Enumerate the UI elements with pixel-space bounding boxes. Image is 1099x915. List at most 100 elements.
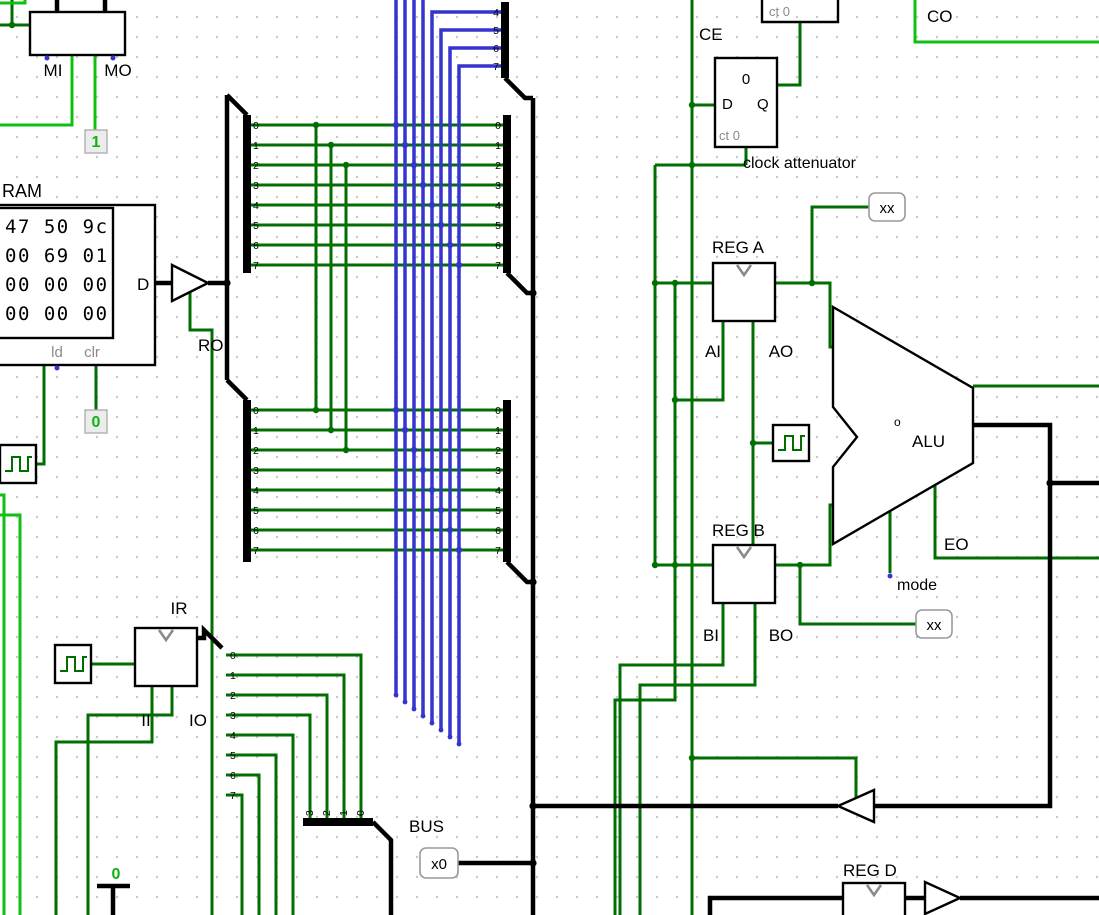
pin-number: 7	[230, 790, 236, 802]
row-link-wire[interactable]	[314, 125, 348, 450]
bus-end-dot	[420, 713, 426, 719]
pin-number: 1	[253, 140, 259, 152]
control-wires[interactable]	[613, 0, 1099, 915]
clock-source-reg[interactable]	[771, 423, 811, 463]
reg-b-box[interactable]	[711, 543, 777, 605]
pin-number: 0	[495, 120, 501, 132]
pin-number: 3	[253, 465, 259, 477]
clock-wave-icon	[5, 456, 32, 472]
pin-number: 2	[495, 160, 501, 172]
mar-register-box[interactable]	[28, 10, 127, 57]
junction-dot	[688, 161, 696, 169]
junction-dot	[529, 802, 537, 810]
pin-number: 3	[253, 180, 259, 192]
junction-dot	[529, 859, 537, 867]
junction-dot	[749, 439, 757, 447]
open-pin-dot	[44, 55, 50, 61]
ir-register-box[interactable]	[133, 626, 199, 688]
junction-dot	[312, 406, 320, 414]
clock-attenuator-flipflop-box[interactable]	[713, 56, 779, 149]
junction-dot	[671, 279, 679, 287]
splitter-bar[interactable]	[243, 2, 511, 826]
pin-number: 3	[304, 810, 316, 816]
bus-end-dot	[447, 734, 453, 740]
label-clr-pin: clr	[84, 344, 100, 361]
junction-dot	[688, 101, 696, 109]
pin-number: 0	[253, 405, 259, 417]
alu-body[interactable]	[831, 304, 975, 547]
input-toggle-ram-clr[interactable]	[84, 409, 108, 434]
pin-number: 7	[495, 260, 501, 272]
bus-end-dot	[456, 741, 462, 747]
bus-end-dot	[429, 720, 435, 726]
label-mo: MO	[104, 61, 131, 80]
label-ff-d: D	[722, 96, 733, 113]
junction-dot	[223, 279, 231, 287]
label-io: IO	[189, 711, 207, 730]
reg-a-box[interactable]	[711, 261, 777, 323]
ram-row: 00 00 00	[5, 274, 109, 296]
clock-source-ram[interactable]	[0, 443, 38, 485]
pin-number: 4	[253, 200, 259, 212]
wires-bus-black[interactable]	[54, 0, 1099, 915]
const-zero-value[interactable]: 0	[112, 866, 121, 883]
mar-input-value[interactable]: 1	[92, 134, 101, 151]
pin-number: 6	[230, 770, 236, 782]
pin-number: 3	[495, 465, 501, 477]
clock-source-ir[interactable]	[53, 643, 93, 685]
bus-end-dot	[402, 699, 408, 705]
ram-clr-input-value[interactable]: 0	[92, 414, 101, 431]
pin-number: 6	[253, 525, 259, 537]
clock-wave-icon	[60, 656, 87, 672]
counter-box-partial[interactable]	[760, 0, 840, 24]
junction-dot	[671, 396, 679, 404]
junction-dot	[392, 121, 400, 129]
label-alu-o-pin: o	[894, 415, 901, 429]
pin-number: 3	[230, 710, 236, 722]
splitter-pin-numbers-lower-left: 0 1 2 3 4 5 6 7	[253, 405, 259, 557]
junction-dot	[419, 466, 427, 474]
ir-wires[interactable]	[54, 653, 363, 915]
pin-number: 0	[253, 120, 259, 132]
pin-number: 3	[495, 180, 501, 192]
bus-wire[interactable]	[54, 0, 1099, 915]
ram-output-driver-triangle[interactable]	[170, 263, 211, 303]
label-ff-q: Q	[757, 96, 769, 113]
wires-blue-bus[interactable]	[394, 0, 505, 744]
probe-reg-b[interactable]	[915, 609, 953, 639]
label-mode: mode	[897, 577, 937, 594]
reg-d-box[interactable]	[841, 881, 907, 915]
probe-bus[interactable]	[419, 847, 459, 879]
pin-number: 5	[495, 220, 501, 232]
eo-driver-triangle[interactable]	[835, 788, 876, 824]
junction-dot	[529, 289, 537, 297]
bus-bit-row[interactable]	[251, 123, 503, 267]
junction-dot	[446, 241, 454, 249]
open-pin-dot	[110, 55, 116, 61]
pin-number: 2	[230, 690, 236, 702]
junction-dot	[410, 446, 418, 454]
label-ct0-ff: ct 0	[719, 128, 740, 143]
junction-dots	[8, 21, 1054, 867]
junction-dot	[419, 181, 427, 189]
pin-number: 0	[230, 650, 236, 662]
junction-dot	[455, 546, 463, 554]
junction-dot	[428, 486, 436, 494]
pin-number: 4	[230, 730, 236, 742]
pin-number: 5	[253, 220, 259, 232]
open-pin-dot	[54, 365, 60, 371]
junction-dot	[327, 426, 335, 434]
bus-line[interactable]	[394, 0, 505, 744]
reg-d-driver-triangle[interactable]	[923, 880, 963, 915]
pin-number: 5	[253, 505, 259, 517]
bus-bit-row[interactable]	[251, 408, 503, 552]
input-toggle-mar[interactable]	[84, 129, 108, 154]
pin-number: 5	[493, 25, 499, 37]
probe-reg-a[interactable]	[868, 192, 906, 222]
junction-dot	[446, 526, 454, 534]
ram-row: 00 00 00	[5, 303, 109, 325]
